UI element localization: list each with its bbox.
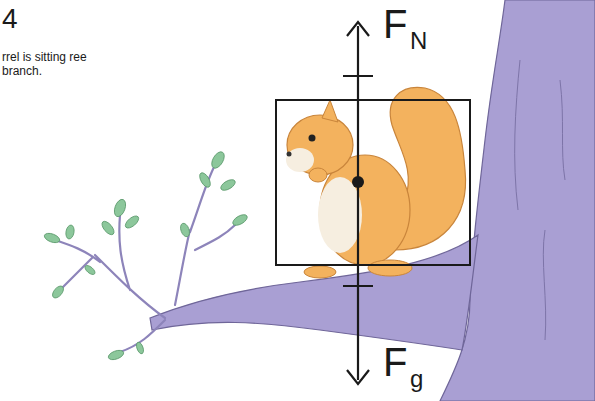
force-symbol: F	[383, 340, 407, 384]
squirrel-belly	[318, 177, 362, 253]
center-of-mass-dot	[352, 176, 364, 188]
twigs	[55, 165, 235, 352]
force-subscript: N	[410, 28, 427, 54]
squirrel-paw	[309, 168, 327, 182]
squirrel-foot	[368, 260, 412, 276]
squirrel-ear	[322, 100, 338, 122]
arrowhead-down	[347, 370, 369, 384]
figure-number: 4	[2, 4, 18, 35]
squirrel-foot	[304, 266, 336, 278]
leaves	[43, 150, 249, 362]
bark-lines	[515, 60, 565, 340]
force-subscript: g	[410, 366, 423, 392]
squirrel-nose	[287, 152, 292, 157]
squirrel-muzzle	[286, 148, 314, 172]
arrowhead-up	[347, 22, 369, 36]
tree-branch	[150, 235, 478, 350]
tick-mark	[343, 285, 373, 287]
squirrel-eye	[309, 135, 316, 142]
system-box	[276, 100, 470, 265]
force-symbol: F	[383, 2, 407, 46]
caption-text: rrel is sitting ree branch.	[2, 50, 92, 79]
force-line	[357, 26, 359, 380]
tick-mark	[343, 75, 373, 77]
squirrel-head	[287, 115, 353, 175]
